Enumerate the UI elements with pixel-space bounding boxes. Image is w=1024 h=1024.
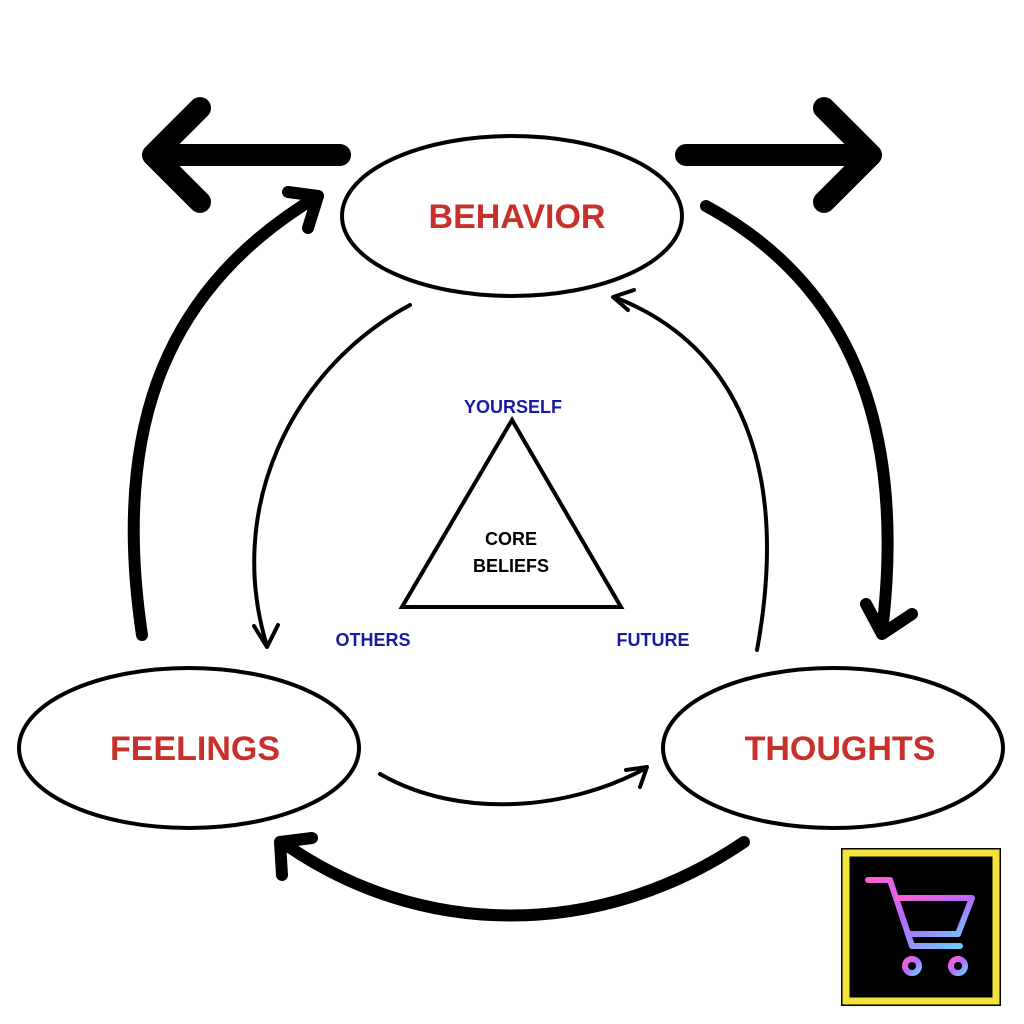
behavior-label: BEHAVIOR: [429, 198, 606, 236]
left-outward-arrow: [142, 97, 351, 213]
shopping-cart-icon: [865, 877, 975, 976]
inner-arrow-thoughts-to-behavior: [611, 288, 769, 652]
core-beliefs-line2: BELIEFS: [473, 556, 549, 576]
behavior-node: [340, 134, 684, 298]
triangle-label-others: OTHERS: [335, 630, 410, 650]
core-beliefs-triangle: [398, 416, 625, 609]
thoughts-node: [661, 666, 1005, 830]
thoughts-label: THOUGHTS: [745, 730, 936, 768]
inner-arrow-behavior-to-feelings: [252, 303, 412, 649]
right-outward-arrow: [675, 97, 882, 213]
core-beliefs-line1: CORE: [485, 529, 537, 549]
inner-arrow-feelings-to-thoughts: [378, 765, 649, 807]
outer-arrow-behavior-to-thoughts: [700, 200, 918, 640]
shopping-cart-badge[interactable]: [841, 848, 1001, 1006]
triangle-label-future: FUTURE: [617, 630, 690, 650]
triangle-label-yourself: YOURSELF: [464, 397, 562, 417]
feelings-node: [17, 666, 361, 830]
outer-arrow-feelings-to-behavior: [127, 186, 324, 641]
feelings-label: FEELINGS: [110, 730, 280, 768]
outer-arrow-thoughts-to-feelings: [274, 832, 750, 922]
